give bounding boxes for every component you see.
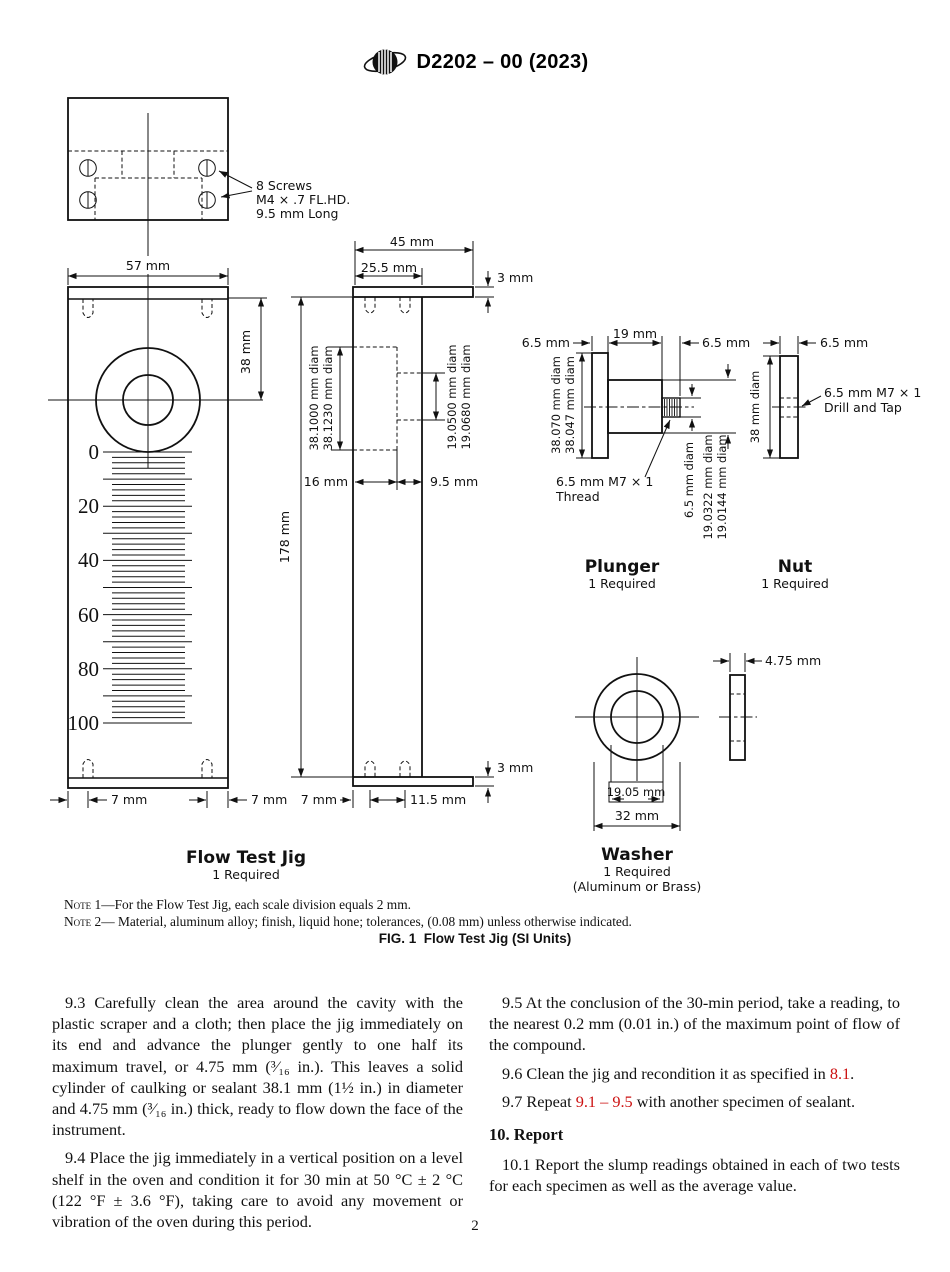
astm-logo-icon (363, 49, 406, 75)
dim-washer-outer-diam: 32 mm (615, 808, 659, 823)
caption-washer: Washer (601, 845, 673, 865)
side-view: 45 mm 25.5 mm 3 mm 38.1000 mm diam 38.12… (277, 234, 533, 808)
tap-callout-line2: Drill and Tap (824, 400, 902, 415)
dim-body-25-5mm: 25.5 mm (361, 260, 417, 275)
dim-head-diam-a: 38.070 mm diam (549, 356, 563, 454)
section-10-heading: 10. Report (489, 1125, 564, 1145)
dim-foot-left-7mm: 7 mm (111, 792, 147, 807)
scale-label-100: 100 (68, 711, 100, 735)
para-10-1: 10.1 Report the slump readings obtained … (489, 1155, 900, 1196)
left-column: 9.3 Carefully clean the area around the … (52, 992, 463, 1239)
scale-label-80: 80 (78, 657, 99, 681)
caption-plunger: Plunger (585, 557, 660, 577)
caption-nut: Nut (778, 557, 812, 577)
caption-plunger-qty: 1 Required (588, 576, 656, 591)
front-view: 57 mm 38 mm 0 20 40 60 80 100 (48, 258, 306, 882)
scale-label-40: 40 (78, 548, 99, 572)
dim-nut-thickness: 6.5 mm (820, 335, 868, 350)
caption-washer-qty: 1 Required (603, 864, 671, 879)
plunger-view: 6.5 mm 19 mm 6.5 mm 38.070 mm diam 38.04… (522, 326, 750, 591)
right-column: 9.5 At the conclusion of the 30-min peri… (489, 992, 900, 1239)
figure-drawing: 8 Screws M4 × .7 FL.HD. 9.5 mm Long 57 m… (48, 97, 921, 894)
screws-callout-line2: M4 × .7 FL.HD. (256, 192, 350, 207)
note-2: Note 2— Material, aluminum alloy; finish… (64, 913, 632, 929)
para-9-5: 9.5 At the conclusion of the 30-min peri… (489, 993, 900, 1055)
page-header: D2202 – 00 (2023) (0, 44, 950, 80)
dim-foot-right-7mm: 7 mm (251, 792, 287, 807)
screws-callout-line1: 8 Screws (256, 178, 312, 193)
dim-head-thickness: 6.5 mm (522, 335, 570, 350)
scale-label-20: 20 (78, 494, 99, 518)
figure-notes: Note 1—For the Flow Test Jig, each scale… (64, 897, 904, 930)
page-number: 2 (471, 1218, 479, 1234)
dim-height-178mm: 178 mm (277, 511, 292, 563)
ref-link-8-1[interactable]: 8.1 (829, 1063, 851, 1083)
dim-height-38mm: 38 mm (238, 330, 253, 374)
thread-callout-line2: Thread (555, 489, 600, 504)
dim-small-bore-a: 19.0500 mm diam (445, 344, 459, 449)
figure-caption: FIG. 1 Flow Test Jig (SI Units) (378, 931, 572, 946)
caption-washer-material: (Aluminum or Brass) (573, 879, 702, 894)
nut-view: 6.5 mm 38 mm diam 6.5 mm M7 × 1 Drill an… (748, 335, 921, 591)
ref-link-9-1-9-5[interactable]: 9.1 – 9.5 (575, 1091, 633, 1111)
dim-slot-11-5mm: 11.5 mm (410, 792, 466, 807)
document-title: D2202 – 00 (2023) (416, 50, 589, 73)
dim-washer-inner-diam: 19.05 mm (607, 785, 665, 799)
dim-stub-length: 6.5 mm (702, 335, 750, 350)
thread-callout-line1: 6.5 mm M7 × 1 (556, 474, 653, 489)
dim-width-57mm: 57 mm (126, 258, 170, 273)
body-text: 9.3 Carefully clean the area around the … (52, 992, 900, 1239)
scale-label-60: 60 (78, 603, 99, 627)
para-9-3: 9.3 Carefully clean the area around the … (52, 993, 463, 1140)
dim-body-length-19mm: 19 mm (613, 326, 657, 341)
para-9-4: 9.4 Place the jig immediately in a verti… (52, 1148, 463, 1232)
dim-bore-depth-16mm: 16 mm (304, 474, 348, 489)
tap-callout-line1: 6.5 mm M7 × 1 (824, 385, 921, 400)
para-9-7: 9.7 Repeat 9.1 – 9.5 with another specim… (502, 1091, 856, 1111)
dim-side-foot-7mm: 7 mm (301, 792, 337, 807)
caption-flow-test-jig-qty: 1 Required (212, 867, 280, 882)
top-view: 8 Screws M4 × .7 FL.HD. 9.5 mm Long (67, 97, 350, 256)
dim-body-diam-a: 19.0322 mm diam (701, 434, 715, 539)
dim-flange-45mm: 45 mm (390, 234, 434, 249)
slump-scale (103, 451, 192, 724)
caption-flow-test-jig: Flow Test Jig (186, 848, 306, 868)
dim-nut-diam: 38 mm diam (748, 371, 762, 443)
scale-label-0: 0 (89, 440, 100, 464)
dim-large-bore-b: 38.1230 mm diam (321, 345, 335, 450)
dim-head-diam-b: 38.047 mm diam (563, 356, 577, 454)
caption-nut-qty: 1 Required (761, 576, 829, 591)
washer-view: 19.05 mm 32 mm 4.75 mm Washer 1 Required… (573, 653, 821, 894)
dim-bore-depth-9-5mm: 9.5 mm (430, 474, 478, 489)
dim-washer-thickness: 4.75 mm (765, 653, 821, 668)
dim-body-diam-b: 19.0144 mm diam (715, 434, 729, 539)
dim-stub-diam: 6.5 mm diam (682, 442, 696, 518)
dim-small-bore-b: 19.0680 mm diam (459, 344, 473, 449)
screws-callout-line3: 9.5 mm Long (256, 206, 338, 221)
dim-plate-bottom-3mm: 3 mm (497, 760, 533, 775)
dim-large-bore-a: 38.1000 mm diam (307, 345, 321, 450)
note-1: Note 1—For the Flow Test Jig, each scale… (64, 897, 411, 912)
dim-plate-top-3mm: 3 mm (497, 270, 533, 285)
para-9-6: 9.6 Clean the jig and recondition it as … (502, 1063, 855, 1083)
screw-icon (79, 159, 216, 209)
